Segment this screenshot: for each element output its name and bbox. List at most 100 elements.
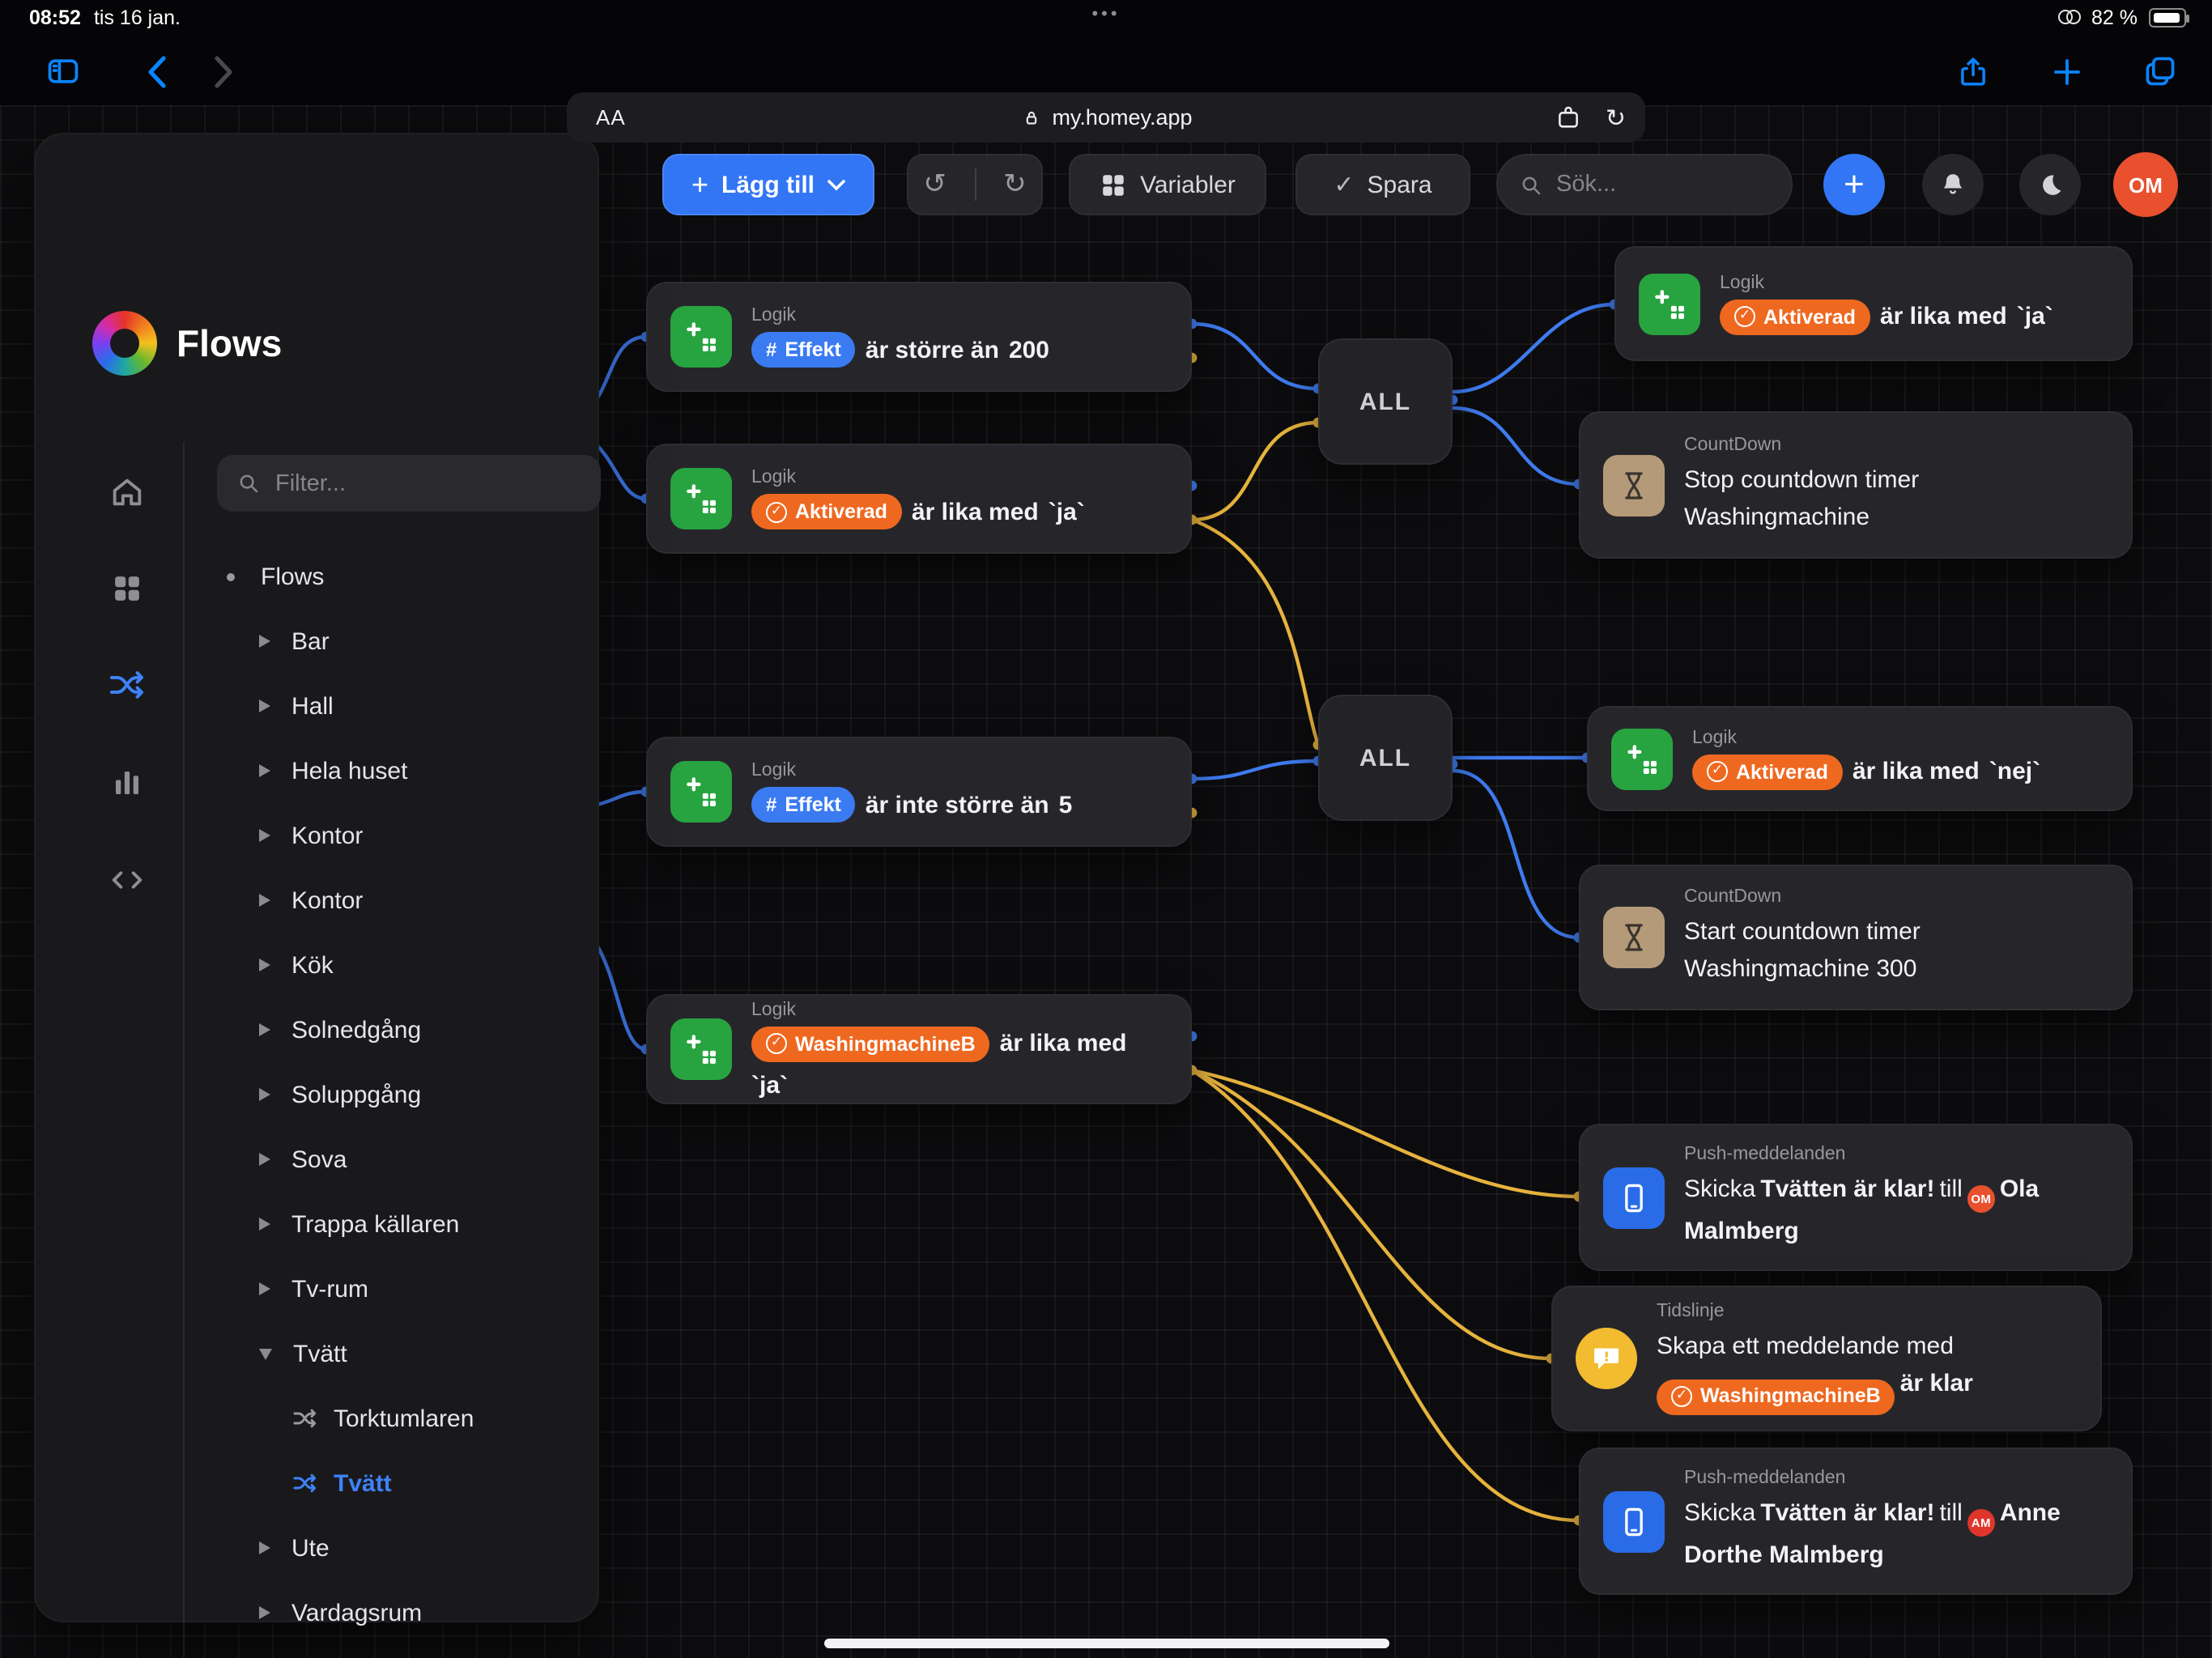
condition-value: `ja` xyxy=(1048,498,1085,525)
new-tab-button[interactable] xyxy=(2047,52,2086,91)
tree-folder-soluppgang[interactable]: Soluppgång xyxy=(217,1062,601,1127)
tree-folder-solnedgang[interactable]: Solnedgång xyxy=(217,997,601,1062)
flow-card-washingmachineb-ja[interactable]: Logik ✓WashingmachineB är lika med `ja` xyxy=(646,994,1192,1104)
tree-folder-vardagsrum[interactable]: Vardagsrum xyxy=(217,1580,601,1645)
message-text: Tvätten är klar! xyxy=(1760,1175,1935,1203)
flow-card-effekt-gt-200[interactable]: Logik #Effekt är större än 200 xyxy=(646,282,1192,392)
folder-label: Hall xyxy=(291,692,334,720)
flow-card-stop-countdown[interactable]: CountDown Stop countdown timer Washingma… xyxy=(1579,411,2133,559)
tree-folder-trappa-kallaren[interactable]: Trappa källaren xyxy=(217,1192,601,1256)
tree-root-flows[interactable]: Flows xyxy=(217,544,601,609)
home-indicator[interactable] xyxy=(824,1639,1389,1647)
extensions-icon[interactable] xyxy=(1555,104,1583,131)
folder-label: Vardagsrum xyxy=(291,1599,423,1626)
lock-icon xyxy=(1026,110,1036,124)
flow-card-timeline[interactable]: Tidslinje Skapa ett meddelande med ✓Wash… xyxy=(1551,1286,2102,1431)
tree-folder-kok[interactable]: Kök xyxy=(217,933,601,997)
tree-folder-hela-huset[interactable]: Hela huset xyxy=(217,738,601,803)
nav-home[interactable] xyxy=(105,470,147,512)
tabs-button[interactable] xyxy=(2141,52,2180,91)
nav-insights[interactable] xyxy=(105,761,147,803)
user-avatar[interactable]: OM xyxy=(2113,152,2178,217)
folder-label: Kontor xyxy=(291,886,364,914)
action-text: Skicka xyxy=(1684,1175,1756,1203)
filter-field[interactable] xyxy=(217,455,601,512)
folder-label: Trappa källaren xyxy=(291,1210,460,1238)
search-input[interactable] xyxy=(1556,172,1750,198)
tree-folder-tv-rum[interactable]: Tv-rum xyxy=(217,1256,601,1321)
tree-folder-kontor-1[interactable]: Kontor xyxy=(217,803,601,868)
devices-grid-icon xyxy=(114,576,138,600)
dark-mode-button[interactable] xyxy=(2019,154,2081,215)
folder-label: Sova xyxy=(291,1146,347,1173)
flow-card-effekt-lte-5[interactable]: Logik #Effekt är inte större än 5 xyxy=(646,737,1192,847)
reader-button[interactable]: AA xyxy=(596,105,626,130)
share-button[interactable] xyxy=(1953,52,1992,91)
date: tis 16 jan. xyxy=(93,6,181,29)
bullet-icon xyxy=(227,572,235,580)
back-button[interactable] xyxy=(136,52,175,91)
code-icon xyxy=(111,870,142,888)
flow-card-aktiverad-ja[interactable]: Logik ✓Aktiverad är lika med `ja` xyxy=(646,444,1192,554)
address-bar[interactable]: AA my.homey.app ↻ xyxy=(567,92,1645,142)
forward-button[interactable] xyxy=(204,52,243,91)
caret-right-icon xyxy=(259,1153,270,1166)
caret-right-icon xyxy=(259,764,270,777)
all-gate-bottom[interactable]: ALL xyxy=(1318,695,1453,821)
all-gate-top[interactable]: ALL xyxy=(1318,338,1453,465)
chevron-down-icon xyxy=(827,179,845,190)
undo-button[interactable]: ↺ xyxy=(923,168,946,201)
condition-text: är lika med xyxy=(999,1030,1127,1057)
add-card-button[interactable]: + Lägg till xyxy=(662,154,874,215)
canvas-search[interactable] xyxy=(1496,154,1793,215)
condition-value: 5 xyxy=(1058,791,1073,818)
clock: 08:52 xyxy=(29,6,81,29)
tree-folder-kontor-2[interactable]: Kontor xyxy=(217,868,601,933)
add-card-label: Lägg till xyxy=(721,171,815,198)
caret-right-icon xyxy=(259,635,270,648)
reload-button[interactable]: ↻ xyxy=(1605,103,1626,132)
avatar-initials: OM xyxy=(2129,172,2163,197)
nav-web-api[interactable] xyxy=(105,858,147,900)
safari-toolbar: AA my.homey.app ↻ xyxy=(0,39,2212,142)
message-text: Tvätten är klar! xyxy=(1760,1499,1935,1527)
action-text: Skicka xyxy=(1684,1499,1756,1527)
folder-label: Bar xyxy=(291,627,330,655)
tree-folder-sova[interactable]: Sova xyxy=(217,1127,601,1192)
nav-flows[interactable] xyxy=(105,664,147,706)
tag-pill: ✓WashingmachineB xyxy=(1657,1379,1895,1415)
save-button[interactable]: ✓ Spara xyxy=(1295,154,1470,215)
flow-card-set-aktiverad-ja[interactable]: Logik ✓Aktiverad är lika med `ja` xyxy=(1614,246,2133,361)
tree-flow-tvatt-selected[interactable]: Tvätt xyxy=(217,1451,601,1516)
condition-text: är lika med xyxy=(911,498,1039,525)
check-tag-icon: ✓ xyxy=(1734,306,1755,327)
nav-devices[interactable] xyxy=(105,567,147,609)
tag-pill: ✓Aktiverad xyxy=(1720,299,1870,334)
tree-folder-hall[interactable]: Hall xyxy=(217,674,601,738)
card-app-name: Tidslinje xyxy=(1657,1302,1725,1322)
variables-button[interactable]: Variabler xyxy=(1069,154,1266,215)
flow-card-set-aktiverad-nej[interactable]: Logik ✓Aktiverad är lika med `nej` xyxy=(1587,706,2133,811)
caret-right-icon xyxy=(259,1541,270,1554)
filter-input[interactable] xyxy=(275,470,567,496)
tree-folder-bar[interactable]: Bar xyxy=(217,609,601,674)
caret-right-icon xyxy=(259,1023,270,1036)
flow-card-start-countdown[interactable]: CountDown Start countdown timer Washingm… xyxy=(1579,865,2133,1010)
tree-folder-tvatt-expanded[interactable]: Tvätt xyxy=(217,1321,601,1386)
sidebar-toggle-button[interactable] xyxy=(44,52,83,91)
tree-flow-torktumlaren[interactable]: Torktumlaren xyxy=(217,1386,601,1451)
action-text: Start countdown timer xyxy=(1684,918,1921,946)
new-flow-item[interactable]: +Nytt Flow xyxy=(217,1645,601,1658)
multitask-dots-icon: ••• xyxy=(1091,5,1121,24)
action-text: Skapa ett meddelande med xyxy=(1657,1333,1954,1361)
folder-label: Kontor xyxy=(291,822,364,849)
url-text: my.homey.app xyxy=(1052,105,1193,130)
folder-label: Hela huset xyxy=(291,757,408,784)
notifications-button[interactable] xyxy=(1922,154,1984,215)
tree-folder-ute[interactable]: Ute xyxy=(217,1516,601,1580)
redo-button[interactable]: ↻ xyxy=(1003,168,1027,201)
card-app-name: Logik xyxy=(751,1000,796,1019)
new-flow-button[interactable]: + xyxy=(1823,154,1885,215)
